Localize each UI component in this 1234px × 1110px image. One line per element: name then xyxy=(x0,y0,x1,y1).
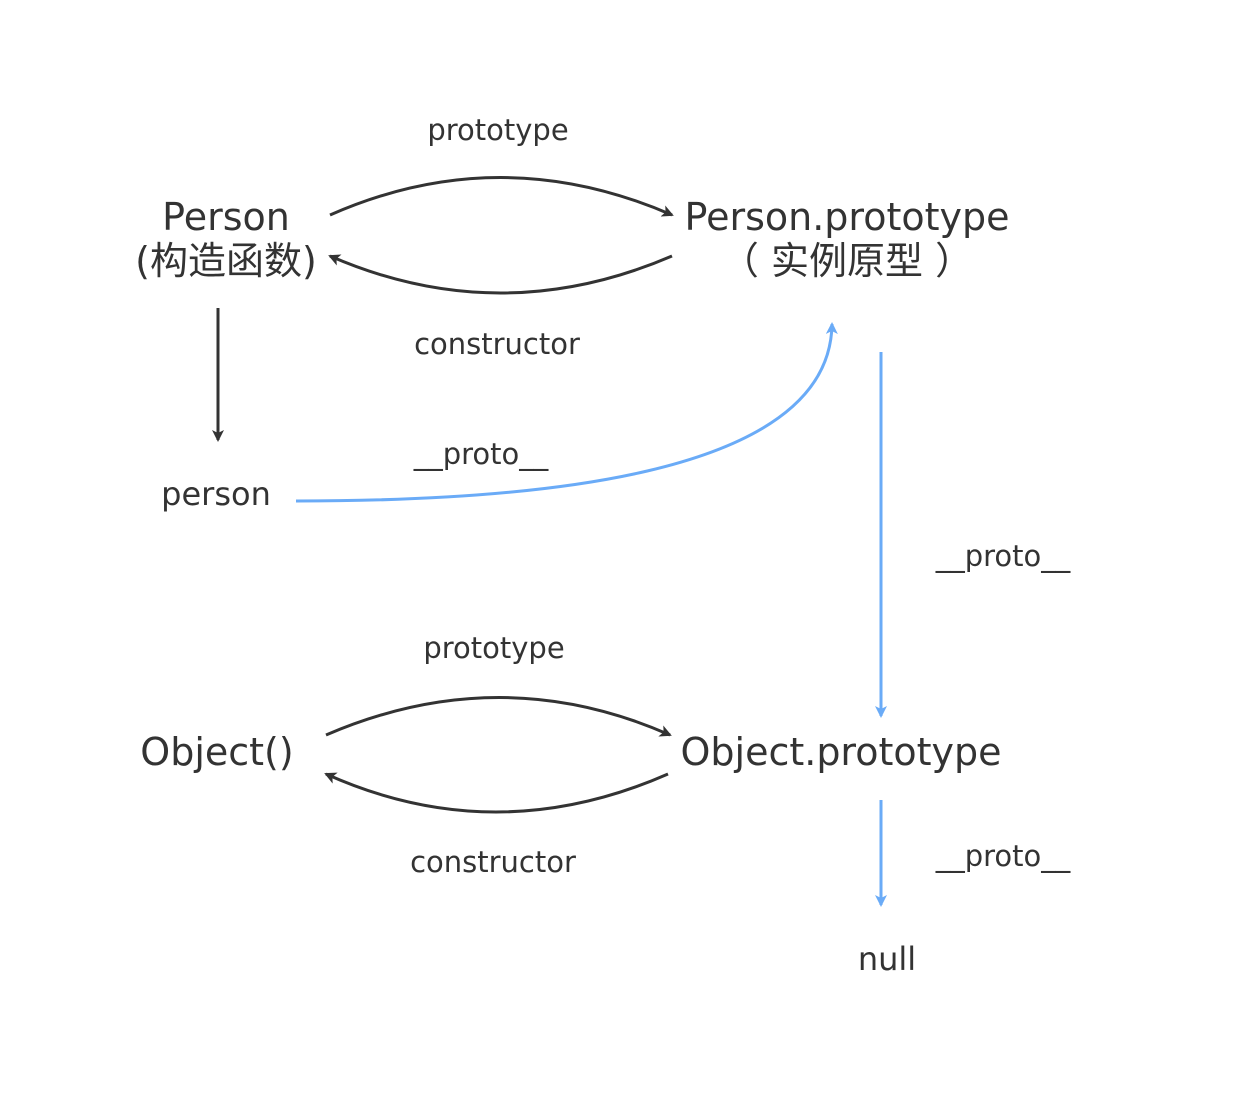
node-person-prototype-caption: （ 实例原型 ） xyxy=(720,238,974,283)
edge-person-instance-proto xyxy=(295,322,838,503)
node-person-instance: person xyxy=(161,475,271,513)
edge-person-constructor xyxy=(328,254,673,295)
edge-label-person-constructor: constructor xyxy=(414,327,580,361)
edge-label-object-constructor: constructor xyxy=(410,845,576,879)
edge-label-object-proto-proto: __proto__ xyxy=(935,839,1071,873)
edge-label-person-instance-proto: __proto__ xyxy=(413,437,549,471)
node-object-constructor: Object() xyxy=(140,730,294,774)
node-person-prototype-name: Person.prototype xyxy=(684,195,1010,239)
edge-object-prototype xyxy=(325,696,672,737)
edge-label-object-prototype: prototype xyxy=(423,631,565,665)
edge-label-person-prototype: prototype xyxy=(427,113,569,147)
edge-object-constructor xyxy=(324,772,669,814)
edge-person-prototype xyxy=(329,176,674,217)
node-person-name: Person xyxy=(162,195,290,239)
node-person-caption: (构造函数) xyxy=(135,238,317,283)
node-person-prototype: Person.prototype （ 实例原型 ） xyxy=(684,195,1010,283)
edge-label-person-proto-proto: __proto__ xyxy=(935,539,1071,573)
node-person-constructor: Person (构造函数) xyxy=(135,195,317,283)
node-object-prototype: Object.prototype xyxy=(680,730,1002,774)
node-null: null xyxy=(857,940,917,978)
